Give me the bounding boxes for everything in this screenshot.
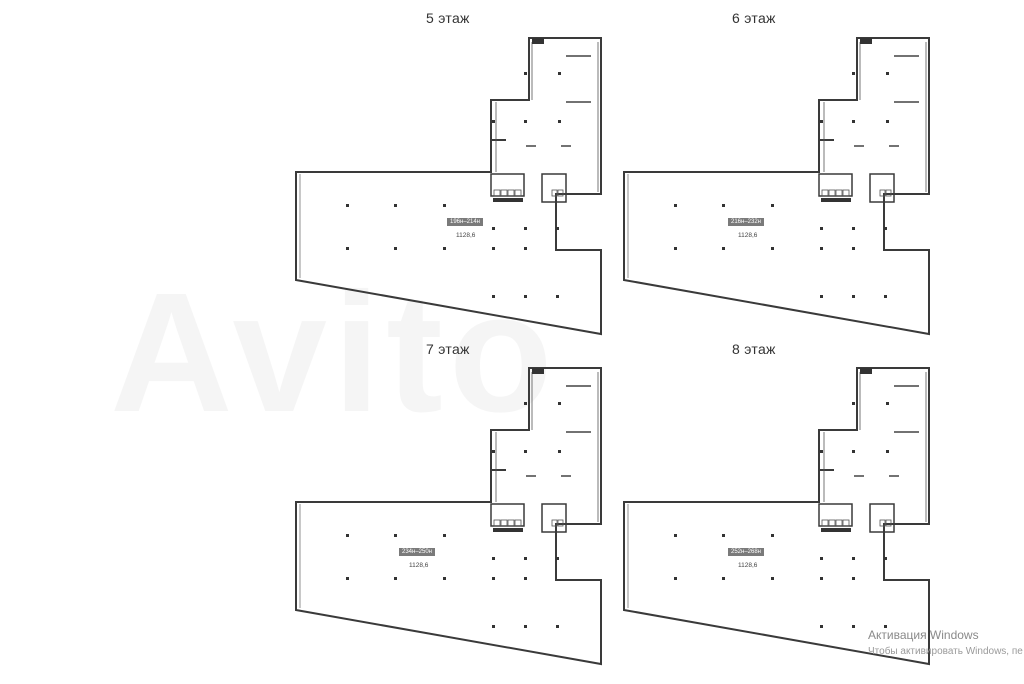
area-label-7: 1128,6 [409,562,429,569]
windows-activation-title: Активация Windows [868,628,979,642]
plan-floor-5 [295,37,602,335]
unit-range-badge-7: 234н–250н [399,548,435,556]
area-label-6: 1128,6 [738,232,758,239]
floor-title-7: 7 этаж [426,341,470,357]
area-label-5: 1128,6 [456,232,476,239]
floor-title-6: 6 этаж [732,10,776,26]
plan-floor-7 [295,367,602,665]
area-label-8: 1128,6 [738,562,758,569]
plan-floor-8 [623,367,930,665]
floor-title-5: 5 этаж [426,10,470,26]
unit-range-badge-6: 216н–232н [728,218,764,226]
unit-range-badge-5: 196н–214н [447,218,483,226]
plan-floor-6 [623,37,930,335]
unit-range-badge-8: 252н–268н [728,548,764,556]
floor-title-8: 8 этаж [732,341,776,357]
windows-activation-subtitle: Чтобы активировать Windows, пе [868,646,1023,657]
